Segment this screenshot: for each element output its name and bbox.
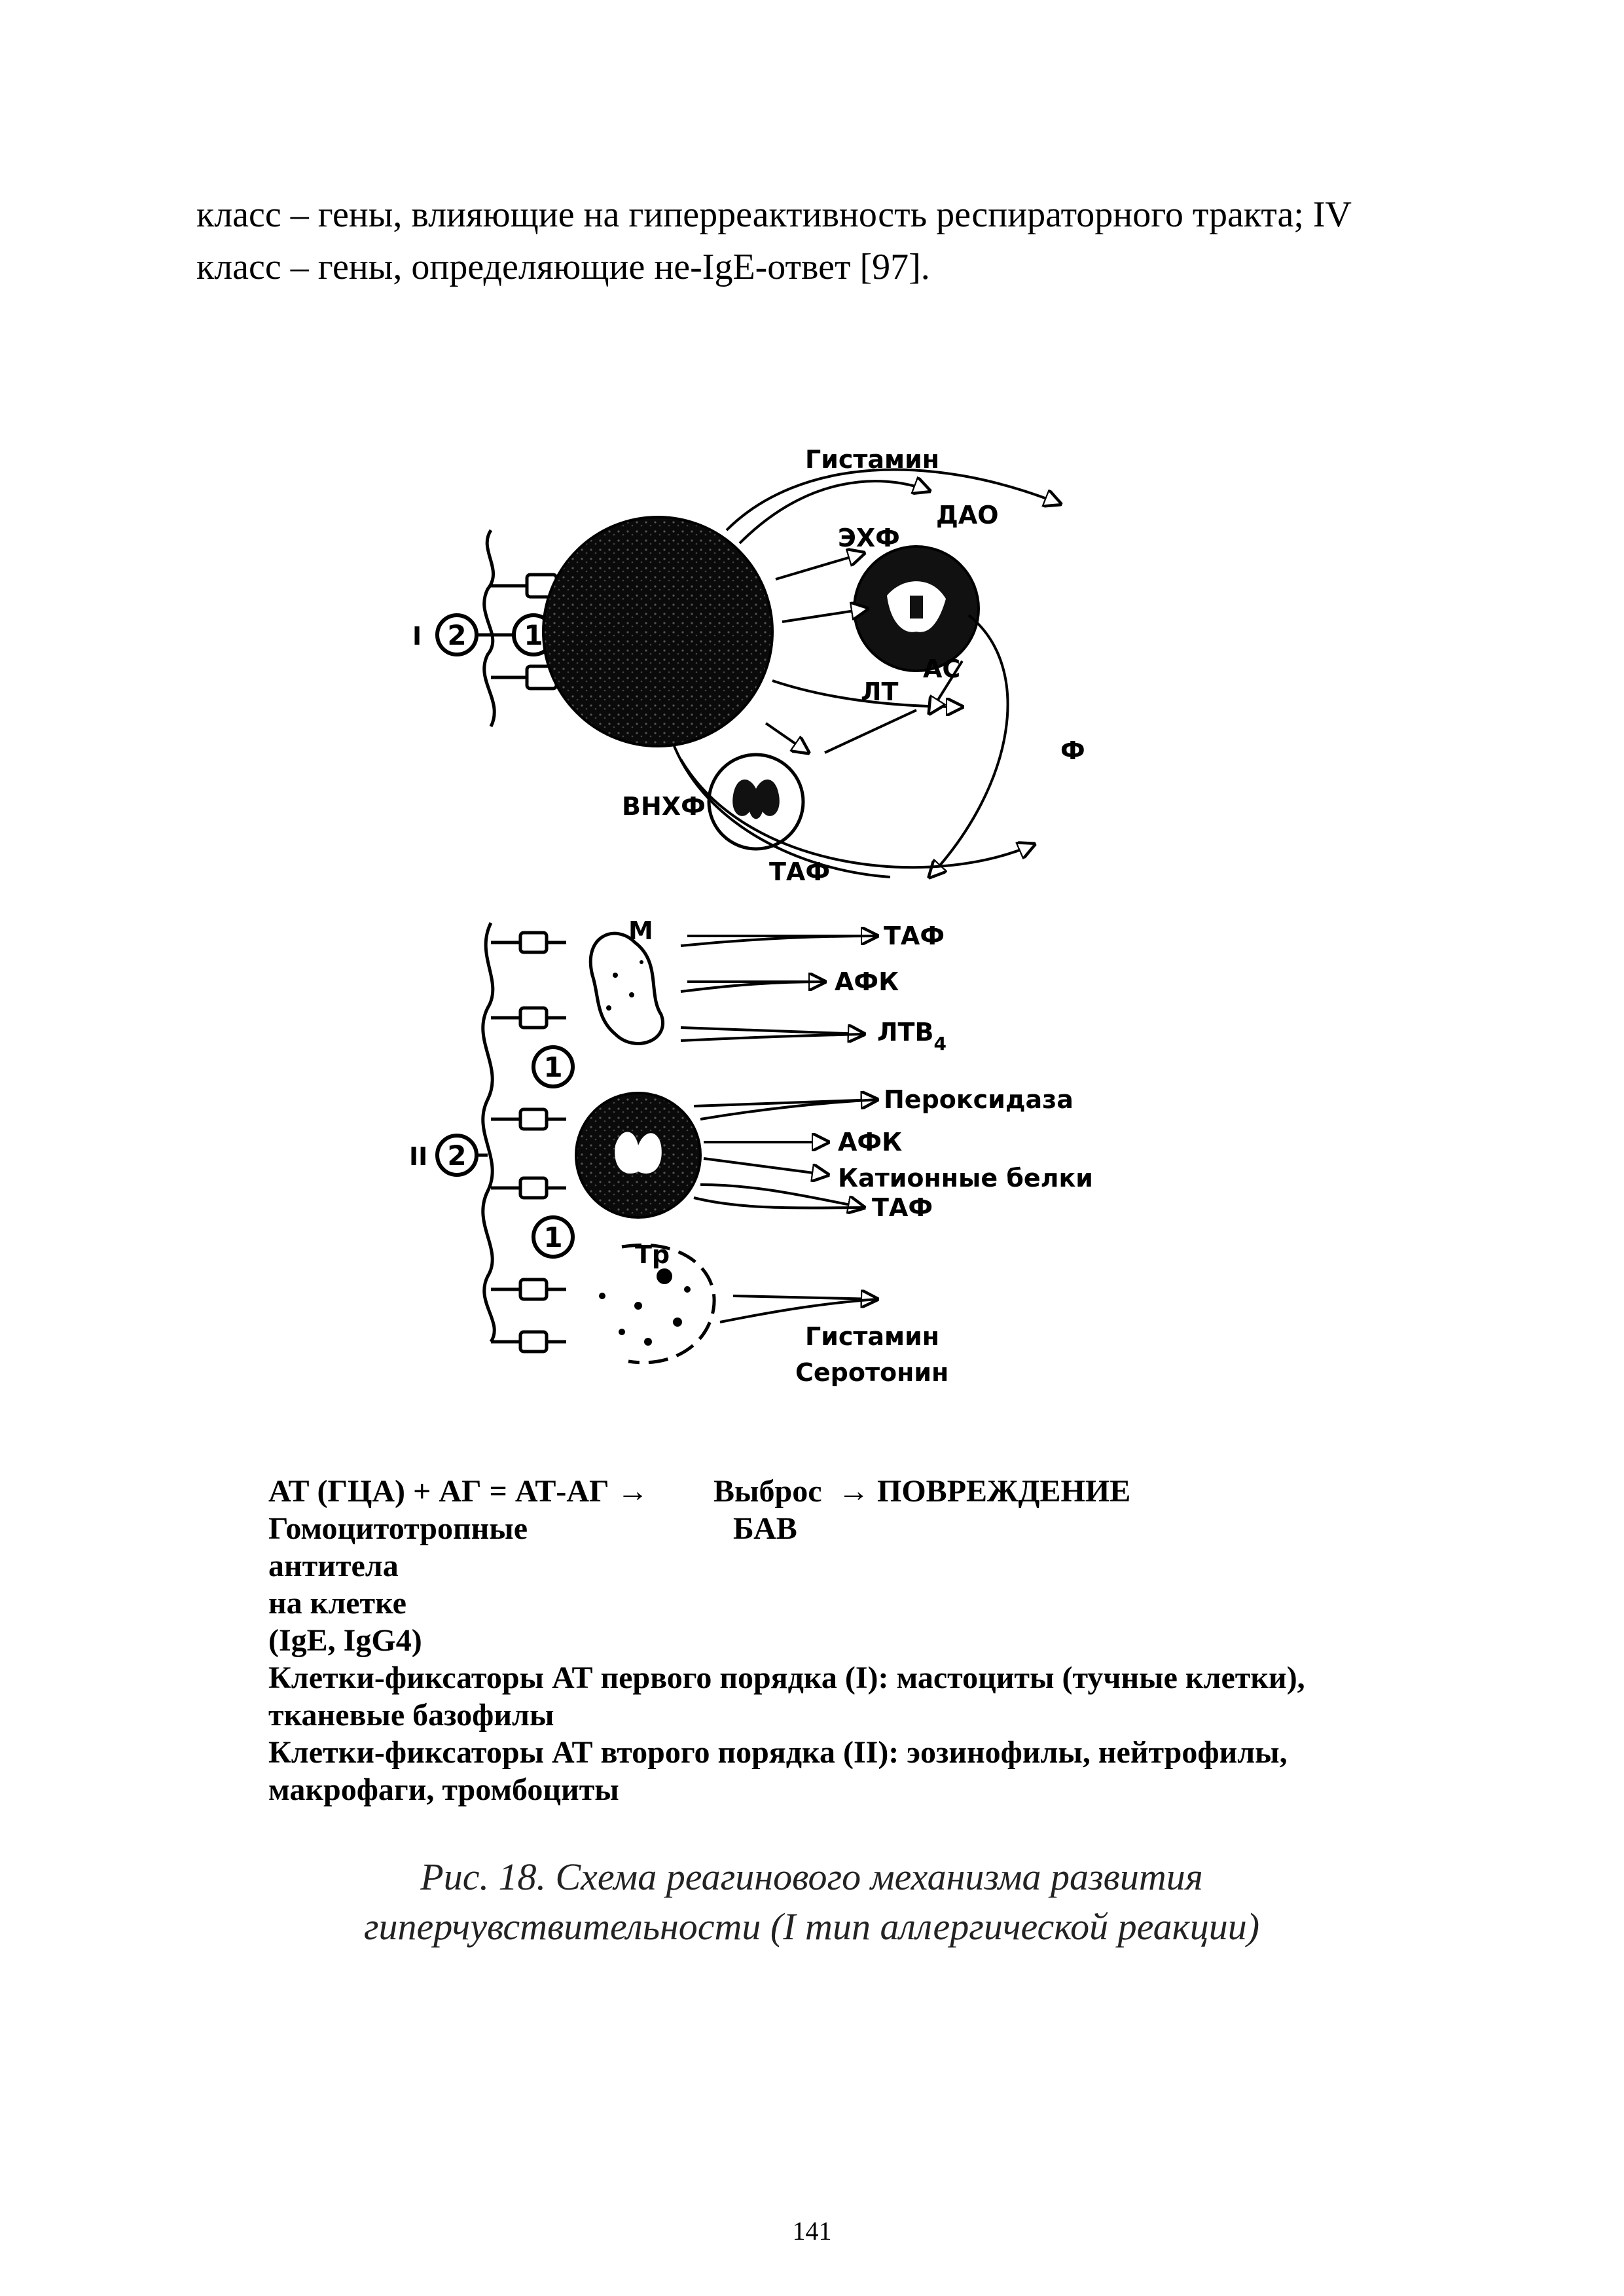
macrophage-cell	[588, 931, 664, 1045]
platelets	[599, 1243, 716, 1365]
histamine-top-label: Гистамин	[805, 445, 939, 474]
afk-m-label: АФК	[835, 967, 899, 996]
formula-left: АТ (ГЦА) + АГ = АТ-АГ →	[268, 1474, 649, 1509]
dao-label: ДАО	[936, 501, 999, 529]
formula-block: АТ (ГЦА) + АГ = АТ-АГ → Выброс → ПОВРЕЖД…	[268, 1473, 1447, 1808]
formula-line-6: Клетки-фиксаторы АТ первого порядка (I):…	[268, 1660, 1305, 1695]
vnkhf-label: ВНХФ	[622, 792, 706, 821]
section-2: 1 1 2 II М Тр	[409, 916, 1093, 1387]
formula-line-7: тканевые базофилы	[268, 1698, 554, 1732]
tr-label: Тр	[635, 1240, 670, 1269]
ltb4-main: ЛТВ	[877, 1018, 933, 1047]
figure-caption: Рис. 18. Схема реагинового механизма раз…	[196, 1852, 1427, 1952]
ekhf-label: ЭХФ	[838, 524, 900, 552]
label-1a-section-2: 1	[543, 1051, 562, 1083]
label-1-section-1: 1	[524, 619, 543, 651]
formula-damage: → ПОВРЕЖДЕНИЕ	[838, 1474, 1131, 1509]
circle-1a-section-2	[532, 1045, 575, 1088]
caption-line-2: гиперчувствительности (I тип аллергическ…	[363, 1905, 1260, 1948]
formula-row-2: Гомоцитотропные БАВ	[268, 1510, 1447, 1547]
taf-top-label: ТАФ	[769, 857, 830, 886]
formula-line-9: макрофаги, тромбоциты	[268, 1772, 619, 1807]
lt-label: ЛТ	[861, 677, 899, 706]
intro-line-1: класс – гены, влияющие на гиперреактивно…	[196, 194, 1352, 235]
peroxidase-label: Пероксидаза	[884, 1085, 1074, 1114]
taf-e-label: ТАФ	[872, 1193, 933, 1222]
taf-m-label: ТАФ	[884, 922, 945, 950]
formula-line-3: антитела	[268, 1549, 399, 1583]
circle-2-section-2	[435, 1134, 478, 1177]
label-1b-section-2: 1	[543, 1221, 562, 1253]
formula-line-4: на клетке	[268, 1586, 406, 1621]
afk-e-label: АФК	[838, 1128, 902, 1157]
ltb4-subscript: 4	[933, 1033, 946, 1054]
intro-paragraph: класс – гены, влияющие на гиперреактивно…	[196, 188, 1434, 293]
formula-homocytotropic: Гомоцитотропные	[268, 1511, 528, 1546]
roman-i-label: I	[412, 622, 422, 651]
membrane-line-2	[481, 922, 496, 1343]
label-2-section-2: 2	[447, 1139, 466, 1172]
membrane-line-1	[482, 529, 496, 728]
serotonin-label: Серотонин	[795, 1358, 948, 1387]
histamine-arrows	[725, 468, 1060, 545]
page-number: 141	[792, 2216, 832, 2246]
formula-row-1: АТ (ГЦА) + АГ = АТ-АГ → Выброс → ПОВРЕЖД…	[268, 1473, 1447, 1510]
formula-release: Выброс	[713, 1474, 822, 1509]
formula-line-5: (IgE, IgG4)	[268, 1623, 422, 1658]
formula-bav: БАВ	[733, 1511, 797, 1546]
as-label: АС	[923, 655, 960, 683]
histamine-bottom-label: Гистамин	[805, 1322, 939, 1351]
f-label: Ф	[1060, 736, 1085, 765]
section-1: 2 1 I Гистамин ДАО	[412, 445, 1085, 886]
formula-line-8: Клетки-фиксаторы АТ второго порядка (II)…	[268, 1735, 1288, 1770]
circle-1b-section-2	[532, 1215, 575, 1259]
cationic-proteins-label: Катионные белки	[838, 1164, 1093, 1193]
mast-cell	[542, 516, 774, 747]
circle-2-section-1	[435, 613, 478, 656]
ltb4-label: ЛТВ4	[877, 1018, 947, 1054]
intro-line-2: класс – гены, определяющие не-IgE-ответ …	[196, 247, 930, 287]
label-2-section-1: 2	[447, 619, 466, 651]
reagin-mechanism-diagram: 2 1 I Гистамин ДАО	[409, 445, 1093, 1387]
caption-line-1: Рис. 18. Схема реагинового механизма раз…	[420, 1856, 1203, 1898]
m-label: М	[628, 916, 653, 945]
roman-ii-label: II	[409, 1142, 427, 1171]
